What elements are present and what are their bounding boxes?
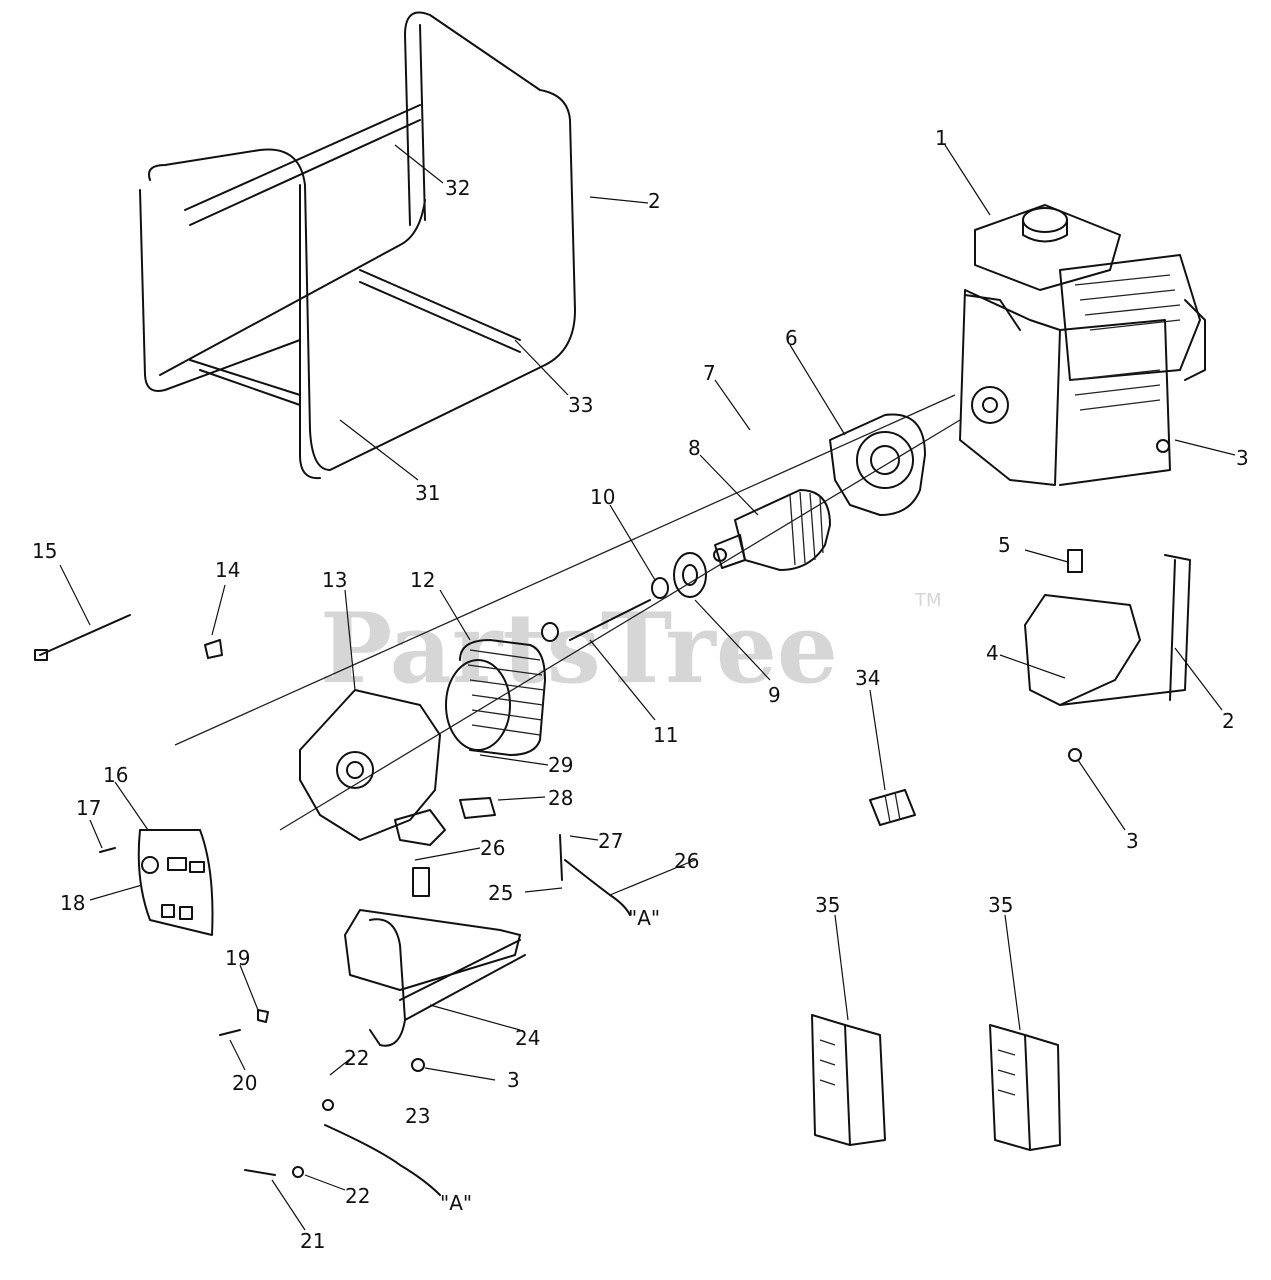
shaft-axis-line-2	[279, 419, 961, 831]
callout-6: 6	[785, 326, 798, 350]
rubber-foot-28	[459, 797, 496, 819]
callout-35-b: 35	[988, 893, 1013, 917]
watermark-text: PartsTree	[320, 592, 838, 705]
washer	[651, 577, 669, 599]
bolt-15-head	[34, 649, 48, 661]
control-panel	[137, 829, 214, 936]
callout-31: 31	[415, 481, 440, 505]
nut-3	[1068, 748, 1082, 762]
ground-wire-23	[324, 1124, 441, 1196]
stator	[445, 639, 546, 756]
callout-9: 9	[768, 683, 781, 707]
callout-8: 8	[688, 436, 701, 460]
bearing	[673, 552, 707, 598]
callout-3-engine: 3	[1236, 446, 1249, 470]
watermark-trademark: TM	[914, 590, 942, 611]
callout-18: 18	[60, 891, 85, 915]
callout-22-top: 22	[344, 1046, 369, 1070]
bolt-21	[244, 1169, 276, 1176]
nut-3-top	[1156, 439, 1170, 453]
ground-lug-19	[257, 1009, 269, 1023]
callout-3-bottom: 3	[507, 1068, 520, 1092]
callout-13: 13	[322, 568, 347, 592]
base-bracket-4	[1024, 554, 1191, 706]
callout-10: 10	[590, 485, 615, 509]
screw-20	[219, 1029, 241, 1036]
vibration-mount-26	[412, 867, 430, 897]
callout-35-a: 35	[815, 893, 840, 917]
callout-24: 24	[515, 1026, 540, 1050]
rotor	[713, 489, 831, 571]
callout-12: 12	[410, 568, 435, 592]
callout-27: 27	[598, 829, 623, 853]
base-bracket-24	[344, 909, 526, 1047]
callout-4: 4	[986, 641, 999, 665]
frame-tube-cage	[139, 11, 576, 480]
callout-26: 26	[480, 836, 505, 860]
callout-33: 33	[568, 393, 593, 417]
callout-26-wire: 26	[674, 849, 699, 873]
grommet-14	[204, 639, 223, 659]
washer-22	[322, 1099, 334, 1111]
callout-5: 5	[998, 533, 1011, 557]
bolt-27	[559, 834, 563, 881]
shaft-axis-line	[174, 394, 956, 746]
rear-bearing-carrier	[299, 689, 446, 846]
callout-3-base: 3	[1126, 829, 1139, 853]
callout-29: 29	[548, 753, 573, 777]
through-bolt	[569, 599, 651, 641]
callout-1: 1	[935, 126, 948, 150]
callout-23: 23	[405, 1104, 430, 1128]
callout-16: 16	[103, 763, 128, 787]
callout-20: 20	[232, 1071, 257, 1095]
callout-22-bottom: 22	[345, 1184, 370, 1208]
callout-labels: 1 2 2 3 3 3 4 5 6 7 8 9 10 11 12 13 14 1…	[32, 126, 1249, 1253]
engine-assembly	[959, 204, 1206, 486]
through-bolt-washer	[541, 622, 559, 642]
manual-35-b	[989, 1024, 1061, 1151]
wire-end-label-a1: "A"	[628, 906, 660, 930]
ground-wire-23-b	[564, 859, 631, 916]
callout-15: 15	[32, 539, 57, 563]
engine-adapter	[829, 413, 926, 516]
wire-end-label-a2: "A"	[440, 1191, 472, 1215]
callout-19: 19	[225, 946, 250, 970]
vibration-mount-5	[1067, 549, 1083, 573]
callout-2-base: 2	[1222, 709, 1235, 733]
callout-28: 28	[548, 786, 573, 810]
screw-17	[99, 847, 116, 853]
callout-21: 21	[300, 1229, 325, 1253]
leader-lines	[59, 144, 1236, 1231]
callout-7: 7	[703, 361, 716, 385]
callout-2-frame: 2	[648, 189, 661, 213]
callout-34: 34	[855, 666, 880, 690]
callout-14: 14	[215, 558, 240, 582]
bearing-bore	[682, 564, 698, 586]
washer-22-b	[292, 1166, 304, 1178]
callout-25: 25	[488, 881, 513, 905]
manual-35-a	[811, 1014, 886, 1146]
callout-17: 17	[76, 796, 101, 820]
bolt-15	[39, 614, 131, 656]
callout-32: 32	[445, 176, 470, 200]
spark-arrester-34	[869, 789, 916, 826]
callout-11: 11	[653, 723, 678, 747]
nut-3-bottom	[411, 1058, 425, 1072]
